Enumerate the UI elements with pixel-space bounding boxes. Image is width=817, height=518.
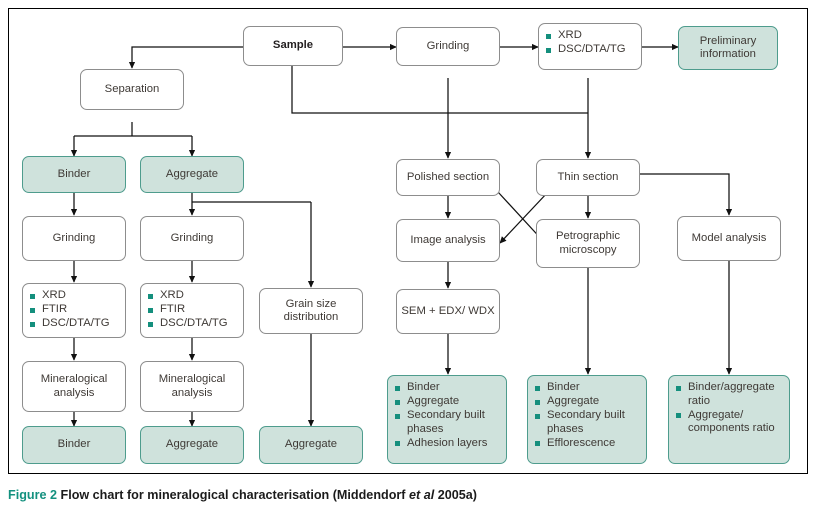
node-sem-edx-wdx[interactable]: SEM + EDX/ WDX [396,289,500,334]
bullet-square-icon [148,321,153,327]
node-separation[interactable]: Separation [80,69,184,110]
bullet-square-icon [395,399,400,405]
list-item: Binder [535,381,640,395]
bullet-square-icon [535,385,540,391]
list-item: Binder [395,381,500,395]
list-item: Aggregate [395,395,500,409]
bullet-square-icon [30,307,35,313]
node-sample[interactable]: Sample [243,26,343,66]
node-petrographic-microscopy[interactable]: Petrographic microscopy [536,219,640,268]
list-item: XRD [546,29,635,43]
bullet-square-icon [148,293,153,299]
list-item: Adhesion layers [395,437,500,451]
list-item: Secondary built phases [535,409,640,436]
caption-main-text: Flow chart for mineralogical characteris… [60,488,406,502]
node-model-analysis[interactable]: Model analysis [677,216,781,261]
node-sem-results[interactable]: Binder Aggregate Secondary built phases … [387,375,507,464]
bullet-square-icon [535,441,540,447]
figure-number: Figure 2 [8,488,57,502]
bullet-square-icon [395,413,400,419]
list-item: XRD [30,289,119,303]
node-binder-branch[interactable]: Binder [22,156,126,193]
node-image-analysis[interactable]: Image analysis [396,219,500,262]
bullet-square-icon [546,33,551,39]
node-grinding-top[interactable]: Grinding [396,27,500,66]
list-item: DSC/DTA/TG [30,317,119,331]
node-mineralogical-analysis-aggregate[interactable]: Mineralogical analysis [140,361,244,412]
caption-italic-text: et al [409,488,435,502]
list-item: FTIR [30,303,119,317]
node-binder-result[interactable]: Binder [22,426,126,464]
node-grinding-aggregate[interactable]: Grinding [140,216,244,261]
bullet-square-icon [535,399,540,405]
caption-suffix-text: 2005a) [437,488,477,502]
node-grain-size-distribution[interactable]: Grain size distribution [259,288,363,334]
list-item: Aggregate/ components ratio [676,409,783,436]
bullet-square-icon [30,321,35,327]
bullet-square-icon [676,413,681,419]
node-aggregate-result[interactable]: Aggregate [140,426,244,464]
bullet-square-icon [676,385,681,391]
list-item: Binder/aggregate ratio [676,381,783,408]
figure-caption: Figure 2 Flow chart for mineralogical ch… [8,488,477,502]
list-item: DSC/DTA/TG [148,317,237,331]
list-item: Efflorescence [535,437,640,451]
node-grinding-binder[interactable]: Grinding [22,216,126,261]
list-item: Aggregate [535,395,640,409]
bullet-square-icon [395,441,400,447]
list-item: XRD [148,289,237,303]
node-thin-section[interactable]: Thin section [536,159,640,196]
node-aggregate-branch[interactable]: Aggregate [140,156,244,193]
bullet-square-icon [395,385,400,391]
list-item: Secondary built phases [395,409,500,436]
node-preliminary-information[interactable]: Preliminary information [678,26,778,70]
bullet-square-icon [30,293,35,299]
bullet-square-icon [546,47,551,53]
bullet-square-icon [148,307,153,313]
node-methods-top[interactable]: XRD DSC/DTA/TG [538,23,642,70]
bullet-square-icon [535,413,540,419]
node-mineralogical-analysis-binder[interactable]: Mineralogical analysis [22,361,126,412]
node-model-results[interactable]: Binder/aggregate ratio Aggregate/ compon… [668,375,790,464]
list-item: DSC/DTA/TG [546,43,635,57]
node-aggregate-grain-result[interactable]: Aggregate [259,426,363,464]
node-methods-aggregate[interactable]: XRD FTIR DSC/DTA/TG [140,283,244,338]
list-item: FTIR [148,303,237,317]
node-petrographic-results[interactable]: Binder Aggregate Secondary built phases … [527,375,647,464]
node-methods-binder[interactable]: XRD FTIR DSC/DTA/TG [22,283,126,338]
node-polished-section[interactable]: Polished section [396,159,500,196]
